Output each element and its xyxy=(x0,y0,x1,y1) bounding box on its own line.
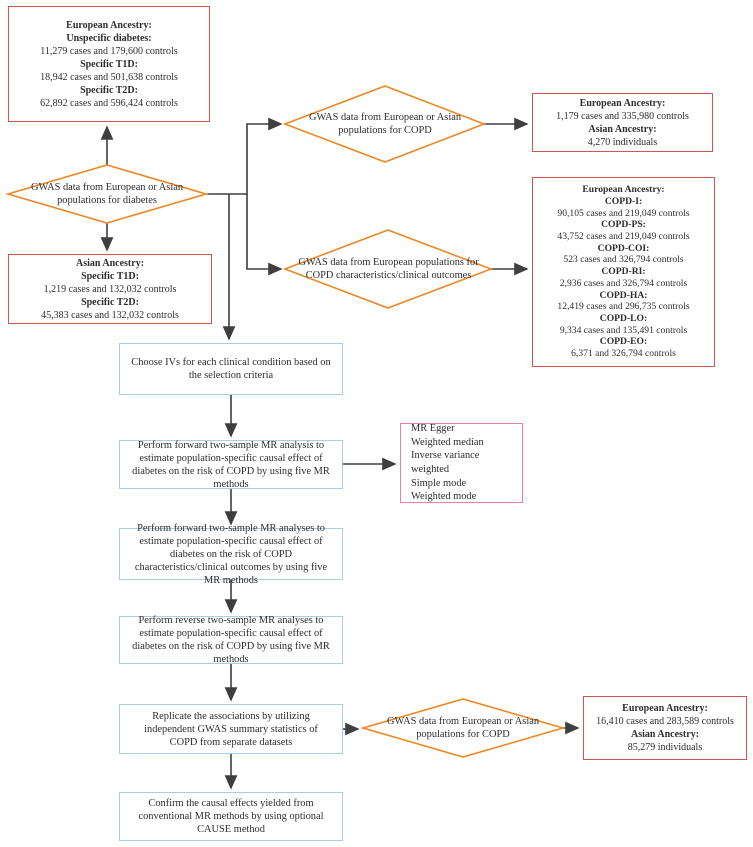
entry-label: Asian Ancestry: xyxy=(630,729,700,740)
diamond-copd-rep-label: GWAS data from European or Asian populat… xyxy=(386,716,540,740)
diamond-diabetes-shape xyxy=(5,164,209,224)
step-text: Perform forward two-sample MR analyses t… xyxy=(134,522,328,586)
entry-value: 4,270 individuals xyxy=(587,136,658,148)
step-text: Perform reverse two-sample MR analyses t… xyxy=(132,615,330,665)
box-copd-main-data: European Ancestry: 1,179 cases and 335,9… xyxy=(532,93,713,152)
entry-value: 6,371 and 326,794 controls xyxy=(571,348,676,360)
entry-value: 62,892 cases and 596,424 controls xyxy=(40,97,178,109)
entry-value: 90,105 cases and 219,049 controls xyxy=(557,207,690,219)
step-cause: Confirm the causal effects yielded from … xyxy=(119,792,343,841)
entry-label: European Ancestry: xyxy=(622,703,708,714)
step-text: Choose IVs for each clinical condition b… xyxy=(131,357,331,381)
entry-label: COPD-PS: xyxy=(601,219,646,231)
entry-value: 1,179 cases and 335,980 controls xyxy=(556,110,689,122)
entry-label: Unspecific diabetes: xyxy=(66,32,152,44)
entry-value: 12,419 cases and 296,735 controls xyxy=(557,301,690,313)
entry-value: 9,334 cases and 135,491 controls xyxy=(559,324,688,336)
entry-label: COPD-RI: xyxy=(601,266,646,278)
mr-method: Simple mode xyxy=(411,477,467,489)
step-text: Confirm the causal effects yielded from … xyxy=(138,798,324,835)
step-text: Replicate the associations by utilizing … xyxy=(144,710,318,748)
diamond-copd-shape xyxy=(282,85,487,163)
mr-method: Weighted mode xyxy=(411,491,477,503)
box-replication-data: European Ancestry: 16,410 cases and 283,… xyxy=(583,696,747,760)
entry-value: 43,752 cases and 219,049 controls xyxy=(557,231,690,243)
box-asian-diabetes-data: Asian Ancestry: Specific T1D: 1,219 case… xyxy=(8,254,212,324)
mr-method: MR Egger xyxy=(411,423,455,435)
entry-label: Specific T1D: xyxy=(81,270,139,282)
entry-label: Specific T2D: xyxy=(80,84,138,96)
step-choose-ivs: Choose IVs for each clinical condition b… xyxy=(119,343,343,395)
entry-value: 18,942 cases and 501,638 controls xyxy=(40,71,178,83)
mr-method: Inverse variance weighted xyxy=(411,450,480,475)
entry-value: 45,383 cases and 132,032 controls xyxy=(41,309,179,321)
diamond-copd-rep-shape xyxy=(360,698,566,758)
mr-method: Weighted median xyxy=(411,436,484,448)
box-european-diabetes-data: European Ancestry: Unspecific diabetes: … xyxy=(8,6,210,122)
diamond-copd-label: GWAS data from European or Asian populat… xyxy=(308,112,462,136)
entry-label: COPD-LO: xyxy=(599,312,648,324)
entry-label: Specific T2D: xyxy=(81,296,139,308)
box-heading: European Ancestry: xyxy=(582,184,665,196)
diamond-copd-char-label: GWAS data from European populations for … xyxy=(298,257,479,281)
entry-value: 11,279 cases and 179,600 controls xyxy=(40,45,178,57)
step-text: Perform forward two-sample MR analysis t… xyxy=(132,439,330,490)
entry-value: 1,219 cases and 132,032 controls xyxy=(43,283,177,295)
step-forward-mr-outcomes: Perform forward two-sample MR analyses t… xyxy=(119,523,343,586)
entry-label: Specific T1D: xyxy=(80,58,138,70)
entry-value: 85,279 individuals xyxy=(627,742,703,753)
entry-value: 16,410 cases and 283,589 controls xyxy=(596,716,734,727)
entry-label: COPD-COI: xyxy=(597,242,650,254)
step-forward-mr-copd: Perform forward two-sample MR analysis t… xyxy=(119,439,343,490)
entry-value: 2,936 cases and 326,794 controls xyxy=(559,277,688,289)
box-heading: Asian Ancestry: xyxy=(75,257,145,269)
arrow-diamond-to-copd-char-diamond xyxy=(246,194,283,276)
entry-value: 523 cases and 326,794 controls xyxy=(563,254,684,266)
entry-label: European Ancestry: xyxy=(579,97,666,109)
step-reverse-mr: Perform reverse two-sample MR analyses t… xyxy=(119,615,343,665)
box-mr-methods: MR Egger Weighted median Inverse varianc… xyxy=(400,423,523,503)
entry-label: COPD-HA: xyxy=(599,289,648,301)
box-copd-outcomes-data: European Ancestry: COPD-I: 90,105 cases … xyxy=(532,177,715,367)
diamond-copd-char-shape xyxy=(282,229,494,309)
entry-label: Asian Ancestry: xyxy=(588,123,657,135)
diamond-diabetes-label: GWAS data from European or Asian populat… xyxy=(30,182,184,206)
entry-label: COPD-I: xyxy=(604,195,643,207)
arrow-diamond-to-copd-diamond xyxy=(207,117,283,195)
box-heading: European Ancestry: xyxy=(66,19,152,31)
entry-label: COPD-EO: xyxy=(599,336,648,348)
step-replicate: Replicate the associations by utilizing … xyxy=(119,704,343,754)
